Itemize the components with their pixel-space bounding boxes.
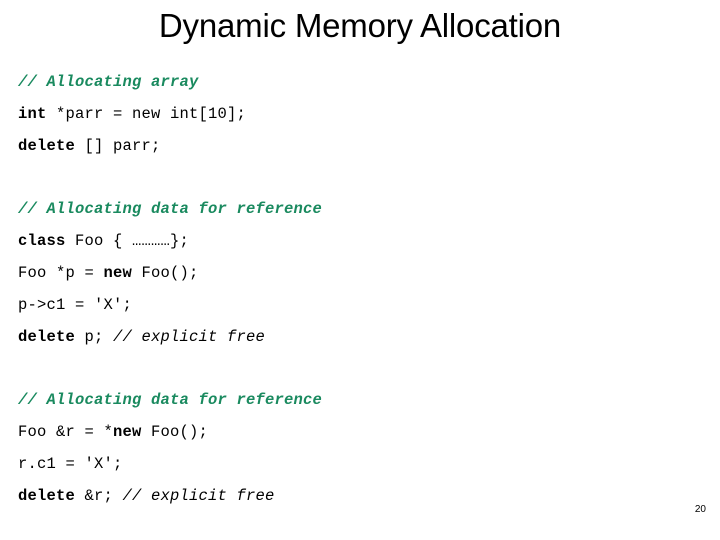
line-delete-p-explicit-free-seg-0: delete (18, 328, 76, 346)
page-title: Dynamic Memory Allocation (158, 7, 562, 44)
line-foo-pointer-new-seg-2: Foo(); (132, 264, 199, 282)
line-int-parr-new-seg-0: int (18, 105, 47, 123)
line-comment-allocating-data-1: // Allocating data for reference (18, 193, 708, 225)
code-block: // Allocating array int *parr = new int[1… (18, 66, 708, 512)
line-delete-array-parr: delete [] parr; (18, 130, 708, 162)
line-delete-array-parr-seg-1: [] parr; (75, 137, 161, 155)
line-class-foo-seg-0: class (18, 232, 66, 250)
line-foo-ref-star-new-seg-0: Foo &r = * (18, 423, 114, 441)
line-delete-ref-explicit-free-seg-1: &r; (75, 487, 123, 505)
line-comment-allocating-array-seg-0: // Allocating array (18, 73, 199, 91)
line-p-arrow-c1: p->c1 = 'X'; (18, 289, 708, 321)
line-comment-allocating-data-2: // Allocating data for reference (18, 384, 708, 416)
line-blank-2 (18, 353, 708, 384)
line-class-foo: class Foo { …………}; (18, 225, 708, 257)
line-delete-p-explicit-free: delete p; // explicit free (18, 321, 708, 353)
line-r-dot-c1-seg-0: r.c1 = 'X'; (18, 455, 123, 473)
line-delete-ref-explicit-free-seg-2: // explicit free (122, 487, 275, 505)
line-blank-1 (18, 162, 708, 193)
line-foo-pointer-new: Foo *p = new Foo(); (18, 257, 708, 289)
line-comment-allocating-data-2-seg-0: // Allocating data for reference (18, 391, 323, 409)
page-number: 20 (694, 504, 706, 515)
line-comment-allocating-data-1-seg-0: // Allocating data for reference (18, 200, 323, 218)
line-foo-pointer-new-seg-1: new (103, 264, 133, 282)
line-r-dot-c1: r.c1 = 'X'; (18, 448, 708, 480)
line-delete-ref-explicit-free-seg-0: delete (18, 487, 76, 505)
line-p-arrow-c1-seg-0: p->c1 = 'X'; (18, 296, 133, 314)
line-comment-allocating-array: // Allocating array (18, 66, 708, 98)
line-delete-array-parr-seg-0: delete (18, 137, 76, 155)
line-foo-ref-star-new-seg-1: new (113, 423, 142, 441)
line-int-parr-new: int *parr = new int[10]; (18, 98, 708, 130)
line-delete-ref-explicit-free: delete &r; // explicit free (18, 480, 708, 512)
line-foo-ref-star-new: Foo &r = *new Foo(); (18, 416, 708, 448)
line-foo-ref-star-new-seg-2: Foo(); (141, 423, 209, 441)
line-foo-pointer-new-seg-0: Foo *p = (18, 264, 104, 282)
line-int-parr-new-seg-1: *parr = new int[10]; (46, 105, 247, 123)
line-class-foo-seg-1: Foo { …………}; (65, 232, 190, 250)
line-delete-p-explicit-free-seg-2: // explicit free (113, 328, 266, 346)
line-delete-p-explicit-free-seg-1: p; (75, 328, 114, 346)
